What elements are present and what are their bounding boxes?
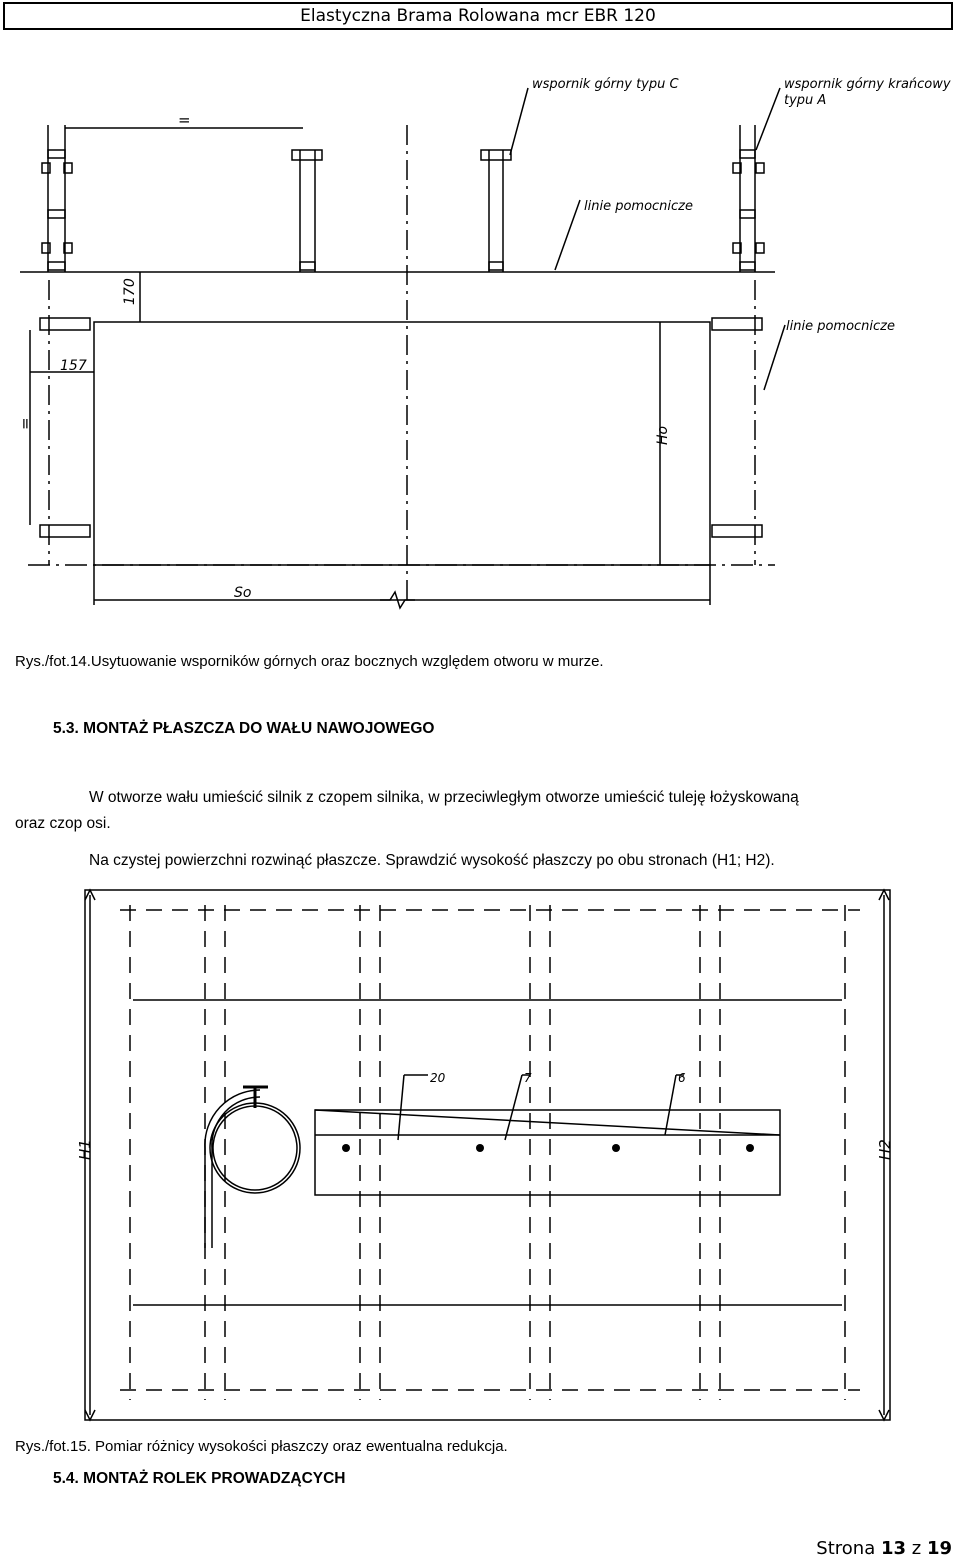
label-bracket-top-end-1: wspornik górny krańcowy bbox=[784, 77, 951, 92]
page-footer: Strona 13 z 19 bbox=[816, 1538, 952, 1559]
document-header: Elastyczna Brama Rolowana mcr EBR 120 bbox=[3, 2, 953, 30]
dim-157: 157 bbox=[60, 358, 87, 374]
figure-15-drawing: H1 H2 20 7 6 bbox=[76, 888, 894, 1422]
label-aux-lines-1: linie pomocnicze bbox=[584, 199, 693, 214]
footer-mid: z bbox=[906, 1538, 927, 1559]
figure-14-drawing: wspornik górny typu C wspornik górny kra… bbox=[16, 77, 951, 610]
label-part-7: 7 bbox=[524, 1071, 532, 1085]
header-title: Elastyczna Brama Rolowana mcr EBR 120 bbox=[300, 6, 656, 26]
label-bracket-top-end-2: typu A bbox=[784, 93, 826, 108]
footer-prefix: Strona bbox=[816, 1538, 881, 1559]
label-aux-lines-2: linie pomocnicze bbox=[786, 319, 895, 334]
footer-page-number: 13 bbox=[880, 1538, 907, 1559]
dim-h1: H1 bbox=[76, 1139, 94, 1160]
dim-170: 170 bbox=[122, 278, 138, 305]
dim-equal-left: = bbox=[16, 417, 34, 430]
paragraph-1-line-1: W otworze wału umieścić silnik z czopem … bbox=[89, 789, 799, 806]
dim-ho: Ho bbox=[655, 426, 671, 445]
section-5-3-heading: 5.3. MONTAŻ PŁASZCZA DO WAŁU NAWOJOWEGO bbox=[53, 720, 435, 737]
label-bracket-top-c: wspornik górny typu C bbox=[532, 77, 679, 92]
label-part-6: 6 bbox=[678, 1071, 686, 1085]
footer-page-total: 19 bbox=[926, 1538, 952, 1559]
paragraph-2: Na czystej powierzchni rozwinąć płaszcze… bbox=[89, 852, 775, 869]
dim-h2: H2 bbox=[876, 1139, 894, 1160]
paragraph-1-line-2: oraz czop osi. bbox=[15, 815, 111, 832]
dim-equal-top: = bbox=[178, 111, 191, 129]
section-5-4-heading: 5.4. MONTAŻ ROLEK PROWADZĄCYCH bbox=[53, 1470, 346, 1487]
dim-so: So bbox=[234, 585, 251, 601]
figure-14-caption: Rys./fot.14.Usytuowanie wsporników górny… bbox=[15, 653, 604, 670]
figure-15-caption: Rys./fot.15. Pomiar różnicy wysokości pł… bbox=[15, 1438, 508, 1455]
label-part-20: 20 bbox=[430, 1071, 446, 1085]
